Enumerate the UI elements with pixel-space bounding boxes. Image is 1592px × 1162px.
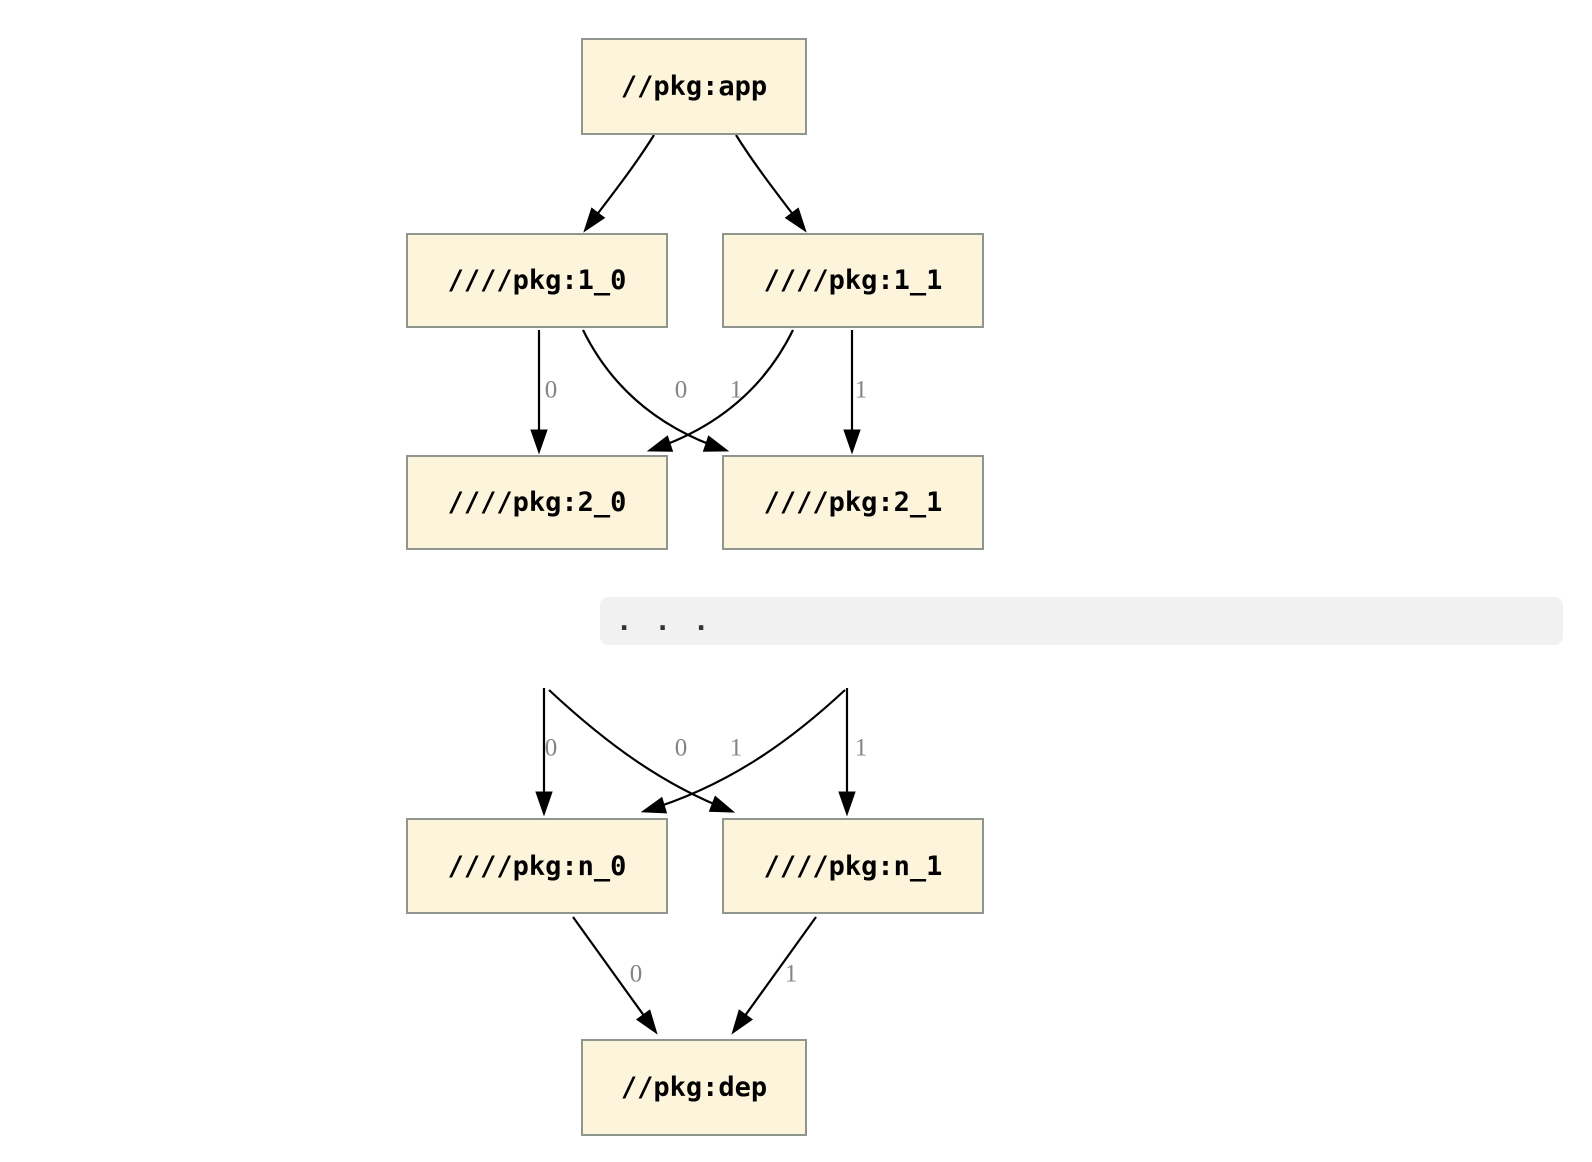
edge-ln_0-to-dep [572, 916, 658, 1035]
edge-label-ln_1-dep: 1 [784, 960, 798, 988]
edge-l1_0-to-l2_1 [582, 329, 730, 452]
node-pkg-1_1: ////pkg:1_1 [722, 233, 984, 328]
node-pkg-2_0: ////pkg:2_0 [406, 455, 668, 550]
node-pkg-n_1-label: ////pkg:n_1 [763, 850, 943, 882]
edge-label-l1_1-l2_0: 0 [674, 376, 688, 404]
ellipsis-band: . . . [600, 597, 1563, 645]
node-pkg-n_0-label: ////pkg:n_0 [447, 850, 627, 882]
node-dep-label: //pkg:dep [620, 1072, 768, 1103]
edge-l1_1-to-l2_0 [646, 329, 794, 452]
edge-ellipsis-left-to-ln_1 [548, 689, 736, 813]
node-pkg-1_1-label: ////pkg:1_1 [763, 265, 943, 296]
node-app: //pkg:app [581, 38, 807, 135]
edge-label-prev0-ln_0: 0 [544, 734, 558, 762]
edge-label-ln_0-dep: 0 [629, 960, 643, 988]
edge-ln_1-to-dep [731, 916, 817, 1035]
edge-label-l1_0-l2_1: 1 [729, 376, 743, 404]
node-pkg-2_1-label: ////pkg:2_1 [763, 487, 943, 518]
node-dep: //pkg:dep [581, 1039, 807, 1136]
edge-label-l1_0-l2_0: 0 [544, 376, 558, 404]
node-pkg-2_1: ////pkg:2_1 [722, 455, 984, 550]
node-pkg-2_0-label: ////pkg:2_0 [447, 487, 627, 518]
edge-ellipsis-right-to-ln_0 [640, 689, 846, 814]
node-pkg-n_1: ////pkg:n_1 [722, 818, 984, 914]
node-app-label: //pkg:app [620, 71, 768, 102]
ellipsis-dots: . . . [616, 605, 710, 637]
node-pkg-1_0: ////pkg:1_0 [406, 233, 668, 328]
edge-label-prev0-ln_1: 1 [729, 734, 743, 762]
node-pkg-1_0-label: ////pkg:1_0 [447, 265, 627, 296]
edge-label-l1_1-l2_1: 1 [854, 376, 868, 404]
edge-label-prev1-ln_1: 1 [854, 734, 868, 762]
edge-label-prev1-ln_0: 0 [674, 734, 688, 762]
node-pkg-n_0: ////pkg:n_0 [406, 818, 668, 914]
edge-app-to-l1_1 [735, 134, 807, 233]
edge-app-to-l1_0 [583, 134, 655, 233]
